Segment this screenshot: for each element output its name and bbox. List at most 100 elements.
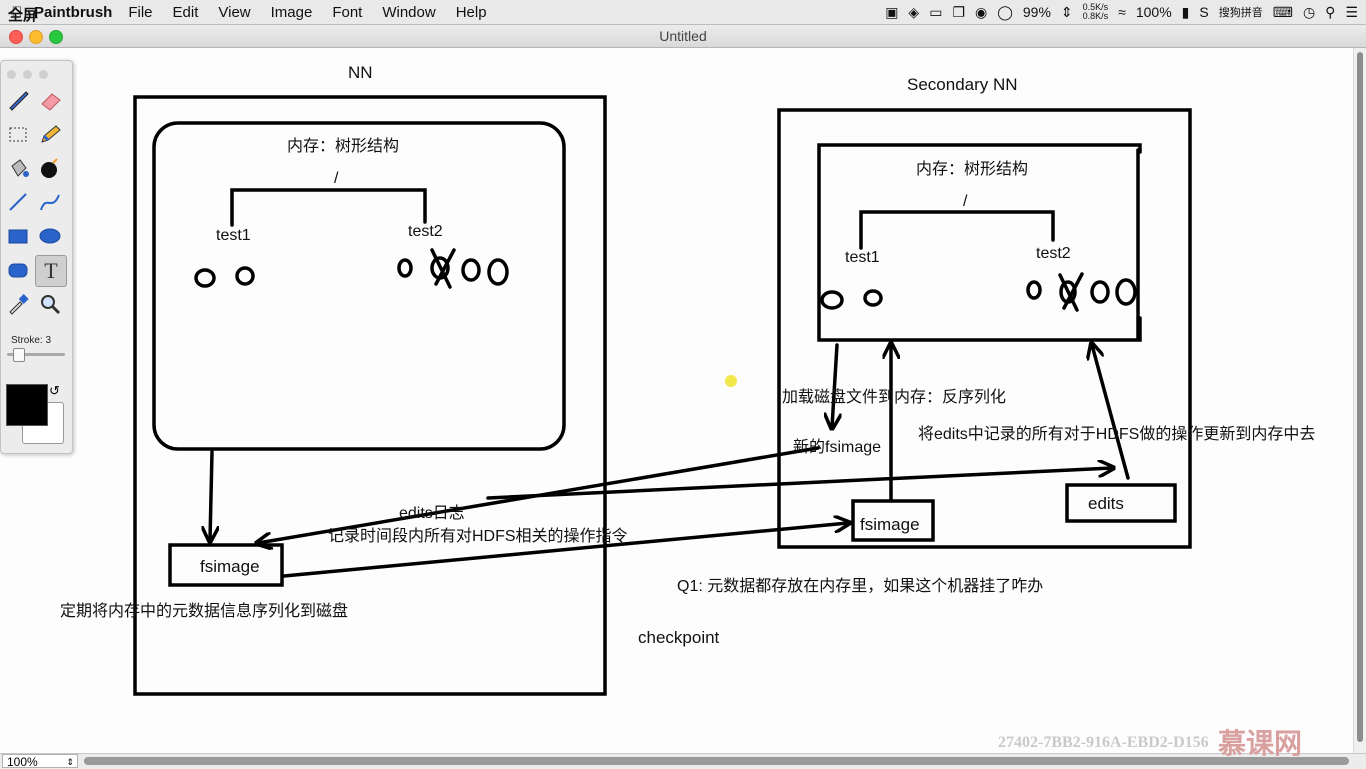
search-icon[interactable]: ⚲ bbox=[1325, 3, 1336, 20]
cursor-dot bbox=[725, 375, 737, 387]
sec-memory-label: 内存：树形结构 bbox=[916, 161, 1029, 178]
select-icon[interactable] bbox=[3, 119, 33, 149]
sec-fsimage-box bbox=[851, 499, 935, 542]
maximize-button[interactable] bbox=[49, 30, 63, 44]
line-icon[interactable] bbox=[3, 187, 33, 217]
edits-box bbox=[1065, 483, 1177, 523]
brand-watermark: 慕课网 bbox=[1218, 728, 1303, 759]
nn-cross-mark bbox=[430, 248, 456, 289]
sec-node bbox=[863, 289, 883, 307]
sec-test1-label: test1 bbox=[845, 249, 880, 266]
nn-node bbox=[235, 266, 255, 286]
windows-icon[interactable]: ❐ bbox=[952, 3, 965, 20]
nn-node bbox=[461, 258, 481, 282]
palette-window-controls bbox=[7, 66, 55, 84]
minimize-button[interactable] bbox=[29, 30, 43, 44]
menu-edit[interactable]: Edit bbox=[172, 3, 199, 21]
apple-icon[interactable]:  bbox=[0, 4, 34, 21]
rounded-rect-icon[interactable] bbox=[3, 255, 33, 285]
nn-memory-label: 内存：树形结构 bbox=[287, 138, 400, 155]
input-method-label[interactable]: 搜狗拼音 bbox=[1218, 7, 1263, 19]
eraser-icon[interactable] bbox=[35, 85, 65, 115]
stroke-label: Stroke: 3 bbox=[11, 335, 52, 346]
menu-window[interactable]: Window bbox=[382, 3, 436, 21]
paint-bucket-icon[interactable] bbox=[3, 153, 33, 183]
vertical-scroll-thumb[interactable] bbox=[1357, 52, 1363, 742]
qq-icon[interactable]: ◉ bbox=[975, 3, 988, 20]
nn-node bbox=[397, 258, 413, 278]
brush-icon[interactable] bbox=[3, 85, 33, 115]
net-up: 0.5K/s bbox=[1082, 2, 1109, 12]
curve-icon[interactable] bbox=[35, 187, 65, 217]
battery-ring-icon[interactable]: ◯ bbox=[997, 3, 1013, 20]
nn-root-slash: / bbox=[334, 170, 339, 187]
ellipse-icon[interactable] bbox=[35, 221, 65, 251]
sec-node bbox=[1115, 278, 1137, 306]
status-area: ▣ ◈ ▭ ❐ ◉ ◯ 99% ⇕ 0.5K/s 0.8K/s ≈ 100% ▮… bbox=[885, 0, 1358, 24]
foreground-color-swatch[interactable] bbox=[6, 384, 48, 426]
edits-label: edits bbox=[1088, 494, 1124, 513]
bottom-bar: 100% ⇕ bbox=[0, 753, 1366, 769]
battery-percent: 99% bbox=[1022, 4, 1051, 20]
checkpoint-label: checkpoint bbox=[638, 628, 720, 647]
sec-node bbox=[1026, 280, 1042, 300]
keyboard-icon[interactable]: ⌨ bbox=[1272, 3, 1293, 20]
pencil-icon[interactable] bbox=[35, 119, 65, 149]
bomb-icon[interactable] bbox=[35, 153, 65, 183]
secondary-memory-box bbox=[817, 143, 1142, 342]
sec-node bbox=[820, 290, 844, 310]
menu-file[interactable]: File bbox=[128, 3, 153, 21]
menu-image[interactable]: Image bbox=[270, 3, 313, 21]
sort-icon: ⇕ bbox=[1060, 3, 1073, 20]
q1-label: Q1: 元数据都存放在内存里，如果这个机器挂了咋办 bbox=[677, 578, 1044, 595]
nn-title: NN bbox=[348, 63, 373, 82]
menu-view[interactable]: View bbox=[218, 3, 251, 21]
periodic-serialize-label: 定期将内存中的元数据信息序列化到磁盘 bbox=[60, 603, 349, 620]
list-icon[interactable]: ☰ bbox=[1345, 3, 1358, 20]
new-fsimage-label: 新的fsimage bbox=[793, 439, 882, 456]
stroke-slider-track[interactable] bbox=[7, 353, 65, 356]
close-button[interactable] bbox=[9, 30, 23, 44]
nn-fsimage-box bbox=[168, 543, 284, 587]
fullscreen-overlay-label: 全屏 bbox=[8, 7, 39, 24]
edits-desc-label: 记录时间段内所有对HDFS相关的操作指令 bbox=[328, 528, 628, 545]
sec-tree bbox=[859, 210, 1055, 250]
horizontal-scrollbar[interactable] bbox=[84, 757, 1349, 765]
clock-icon[interactable]: ◷ bbox=[1302, 3, 1316, 20]
menu-help[interactable]: Help bbox=[455, 3, 487, 21]
display-icon[interactable]: ▭ bbox=[929, 3, 943, 20]
sec-cross-mark bbox=[1058, 272, 1084, 312]
menu-app-name[interactable]: Paintbrush bbox=[34, 3, 113, 21]
nn-test1-label: test1 bbox=[216, 227, 251, 244]
watermark-id: 27402-7BB2-916A-EBD2-D156 bbox=[998, 734, 1209, 751]
arrow-edits-up bbox=[1092, 345, 1130, 480]
wifi-icon[interactable]: ≈ bbox=[1118, 4, 1126, 20]
sogou-icon[interactable]: S bbox=[1199, 4, 1209, 20]
zoom-select[interactable]: 100% ⇕ bbox=[2, 754, 78, 769]
rectangle-icon[interactable] bbox=[3, 221, 33, 251]
stroke-slider-thumb[interactable] bbox=[13, 348, 25, 362]
nn-memory-box bbox=[152, 121, 566, 451]
zoom-value: 100% bbox=[7, 755, 38, 769]
eyedropper-icon[interactable] bbox=[3, 289, 33, 319]
swap-colors-icon[interactable]: ↺ bbox=[49, 383, 60, 398]
text-tool-icon[interactable]: T bbox=[35, 255, 67, 287]
canvas-drawing bbox=[133, 95, 1192, 696]
sec-node bbox=[1090, 280, 1110, 304]
zoom-icon[interactable] bbox=[35, 289, 65, 319]
drawing-canvas[interactable]: NN Secondary NN 内存：树形结构 内存：树形结构 / / test… bbox=[0, 48, 1354, 753]
camera-icon[interactable]: ▣ bbox=[885, 3, 899, 20]
menu-font[interactable]: Font bbox=[332, 3, 363, 21]
battery-icon[interactable]: ▮ bbox=[1181, 3, 1190, 20]
tool-palette: T Stroke: 3 ↺ bbox=[0, 60, 73, 454]
chevron-updown-icon: ⇕ bbox=[66, 757, 74, 767]
power-percent: 100% bbox=[1135, 4, 1172, 20]
nn-fsimage-label: fsimage bbox=[200, 557, 260, 576]
window-titlebar: Untitled bbox=[0, 25, 1366, 48]
evernote-icon[interactable]: ◈ bbox=[908, 3, 920, 20]
net-down: 0.8K/s bbox=[1082, 11, 1109, 21]
nn-node bbox=[487, 258, 509, 286]
vertical-scrollbar[interactable] bbox=[1353, 48, 1366, 753]
arrow-memory-to-fsimage bbox=[210, 450, 212, 540]
network-speed: 0.5K/s 0.8K/s bbox=[1083, 3, 1109, 21]
